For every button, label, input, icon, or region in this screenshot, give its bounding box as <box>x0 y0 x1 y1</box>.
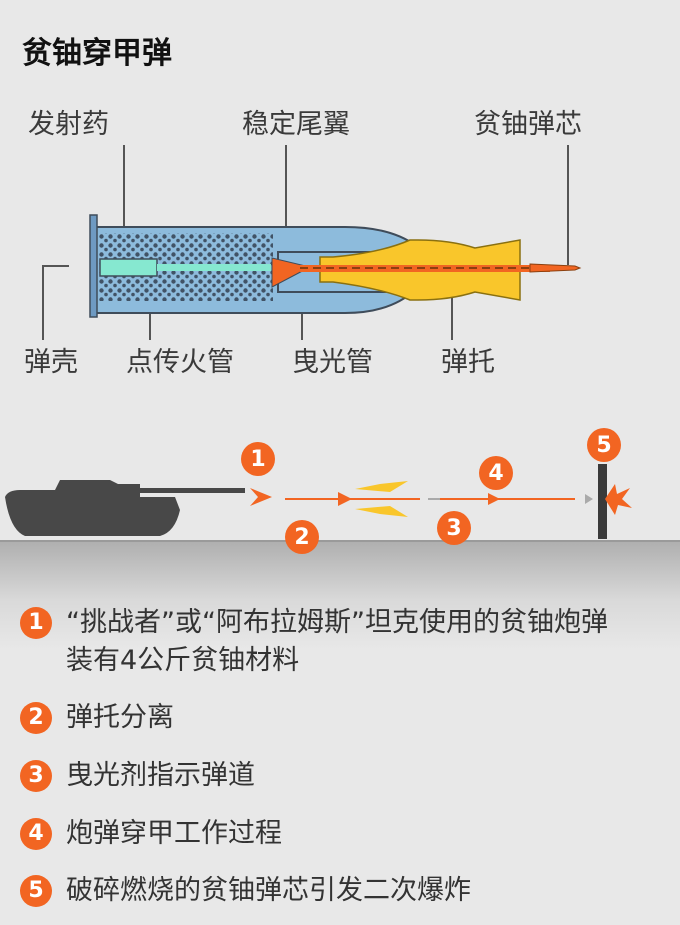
page-title: 贫铀穿甲弹 <box>22 36 172 71</box>
legend-number-2: 2 <box>20 702 52 734</box>
legend-text-5: 破碎燃烧的贫铀弹芯引发二次爆炸 <box>66 875 471 906</box>
legend-item-5: 5 破碎燃烧的贫铀弹芯引发二次爆炸 <box>20 872 471 910</box>
explosion-icon <box>605 484 632 515</box>
legend-item-2: 2 弹托分离 <box>20 699 174 737</box>
legend-number-5: 5 <box>20 875 52 907</box>
legend-text-4: 炮弹穿甲工作过程 <box>66 818 282 849</box>
legend-number-4: 4 <box>20 818 52 850</box>
legend-text-1: “挑战者”或“阿布拉姆斯”坦克使用的贫铀炮弹装有4公斤贫铀材料 <box>66 607 608 676</box>
penetrator <box>271 239 582 301</box>
trajectory-scene <box>0 464 680 542</box>
legend-item-3: 3 曳光剂指示弹道 <box>20 757 255 795</box>
shell-diagram <box>0 145 680 542</box>
stage-marker-5: 5 <box>587 428 621 462</box>
legend-number-1: 1 <box>20 607 52 639</box>
label-sabot: 弹托 <box>441 347 495 378</box>
label-tracer: 曳光管 <box>292 347 373 378</box>
legend-text-2: 弹托分离 <box>66 702 174 733</box>
label-du-core: 贫铀弹芯 <box>474 109 582 140</box>
stage-marker-2: 2 <box>285 520 319 554</box>
stage-marker-4: 4 <box>479 456 513 490</box>
legend-item-1: 1 “挑战者”或“阿布拉姆斯”坦克使用的贫铀炮弹装有4公斤贫铀材料 <box>20 604 620 680</box>
tank-icon <box>5 480 245 536</box>
label-casing: 弹壳 <box>24 347 78 378</box>
legend-text-3: 曳光剂指示弹道 <box>66 760 255 791</box>
cartridge-case <box>89 214 416 318</box>
stage-marker-3: 3 <box>437 511 471 545</box>
legend-number-3: 3 <box>20 760 52 792</box>
stage-marker-1: 1 <box>241 442 275 476</box>
label-stabilizer-fins: 稳定尾翼 <box>242 109 350 140</box>
label-propellant: 发射药 <box>28 109 109 140</box>
legend-item-4: 4 炮弹穿甲工作过程 <box>20 815 282 853</box>
label-igniter: 点传火管 <box>126 347 234 378</box>
